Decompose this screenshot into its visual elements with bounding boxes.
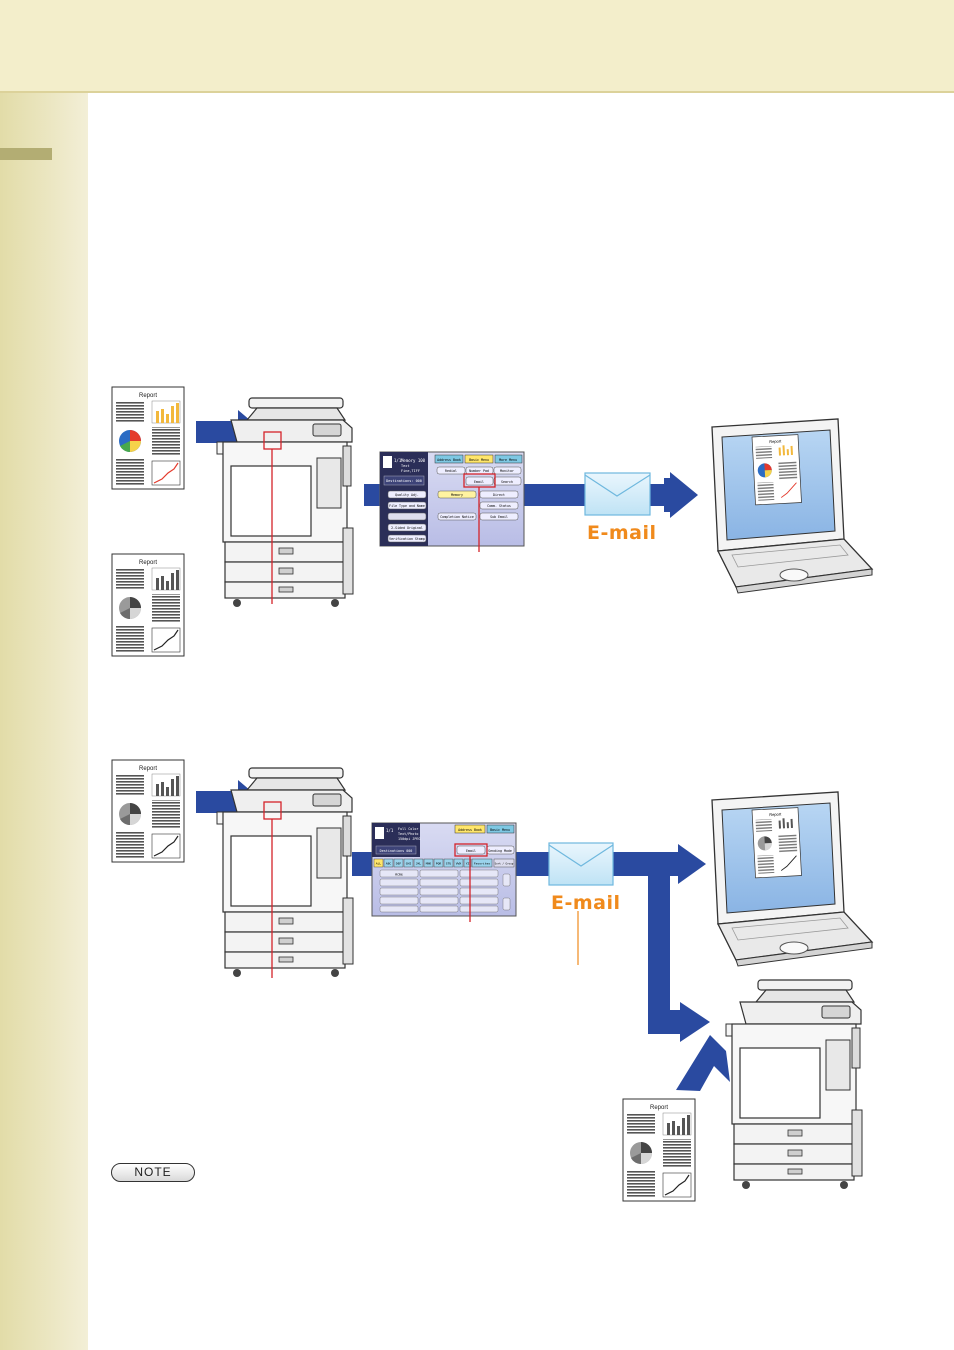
laptop1-report-title: Report — [769, 438, 782, 444]
panel1-search-button[interactable]: Search — [501, 480, 513, 484]
panel1-sub-email-button[interactable]: Sub Email — [490, 515, 508, 519]
panel1-email-button[interactable]: Email — [474, 480, 484, 484]
panel2-sort-tab[interactable]: Sort / Group — [495, 862, 514, 866]
panel2-first-entry[interactable]: Acme — [395, 873, 403, 877]
panel2-index-def[interactable]: DEF — [396, 862, 402, 866]
panel1-number-pad-button[interactable]: Number Pad — [469, 469, 489, 473]
panel1-monitor-button[interactable]: Monitor — [500, 469, 514, 473]
report-title-4: Report — [650, 1105, 668, 1111]
laptop-icon: Report — [711, 791, 873, 967]
panel1-tab-basic-menu[interactable]: Basic Menu — [469, 458, 489, 462]
panel1-memory-button[interactable]: Memory — [451, 493, 463, 497]
panel2-index-jkl[interactable]: JKL — [416, 862, 422, 866]
panel2-index-stu[interactable]: STU — [446, 862, 452, 866]
copier-icon — [725, 979, 863, 1190]
panel2-status3: 150dpi JPEG — [398, 837, 420, 841]
header-band — [0, 0, 954, 91]
panel1-quality-button[interactable]: Quality Adj. — [395, 493, 419, 497]
report-title-2: Report — [139, 560, 157, 566]
copier-icon — [216, 767, 354, 978]
email-label-1: E-mail — [587, 522, 657, 544]
panel1-status3: Fine,TIFF — [401, 469, 420, 473]
document-icon: Report — [622, 1098, 696, 1202]
panel2-email-button[interactable]: Email — [466, 849, 476, 853]
sidebar-band — [0, 93, 88, 1350]
panel1-2sided-button[interactable]: 2-Sided Original — [391, 526, 423, 530]
envelope-icon — [548, 842, 614, 886]
panel2-status2: Text/Photo — [398, 832, 418, 836]
email-button-highlight — [454, 843, 488, 857]
panel2-group-tab[interactable]: Favorites — [474, 862, 490, 866]
panel2-tab-address-book[interactable]: Address Book — [458, 828, 482, 832]
touch-panel-2: 1/1 Full Color Text/Photo 150dpi JPEG De… — [371, 822, 517, 917]
panel1-status2: Text — [401, 464, 409, 468]
panel2-header: 1/1 — [386, 828, 394, 833]
document-icon: Report — [111, 553, 185, 657]
report-title-1: Report — [139, 393, 157, 399]
laptop2-report-title: Report — [769, 811, 782, 817]
panel1-comm-status-button[interactable]: Comm. Status — [487, 504, 511, 508]
panel1-completion-button[interactable]: Completion Notice — [440, 515, 474, 519]
panel1-tab-more-menu[interactable]: More Menu — [499, 458, 517, 462]
panel2-index-ghi[interactable]: GHI — [406, 862, 412, 866]
panel1-header: 1/1 — [394, 458, 402, 463]
panel2-status1: Full Color — [398, 827, 418, 831]
arrow-right-icon — [664, 472, 698, 518]
panel2-index-vwx[interactable]: VWX — [456, 862, 462, 866]
arrow-right-icon — [676, 1035, 730, 1091]
arrow-right-icon — [678, 844, 706, 884]
panel2-index-mno[interactable]: MNO — [426, 862, 432, 866]
touch-panel-1: 1/1 Memory 100 Text Fine,TIFF Destinatio… — [379, 451, 525, 547]
panel2-sending-mode-button[interactable]: Sending Mode — [488, 849, 512, 853]
panel2-index-yz[interactable]: YZ — [466, 862, 470, 866]
note-badge: NOTE — [111, 1163, 195, 1182]
panel1-redial-button[interactable]: Redial — [445, 469, 457, 473]
document-icon: Report — [111, 759, 185, 863]
email-label-2: E-mail — [551, 892, 621, 914]
panel1-destinations: Destinations: 000 — [386, 479, 422, 483]
header-rule — [0, 91, 954, 93]
panel1-tab-address-book[interactable]: Address Book — [437, 458, 461, 462]
panel2-index-all[interactable]: ALL — [376, 862, 382, 866]
document-icon: Report — [111, 386, 185, 490]
sidebar-tab-marker — [0, 148, 52, 160]
panel2-destinations: Destinations 000 — [380, 849, 413, 853]
panel1-status1: Memory 100 — [401, 458, 426, 463]
panel2-index-abc[interactable]: ABC — [386, 862, 392, 866]
report-title-3: Report — [139, 766, 157, 772]
panel2-tab-basic-menu[interactable]: Basic Menu — [490, 828, 510, 832]
panel1-direct-button[interactable]: Direct — [493, 493, 505, 497]
arrow-right-icon — [680, 1002, 710, 1042]
panel1-verification-button[interactable]: Verification Stamp — [389, 537, 425, 541]
copier-icon — [216, 397, 354, 608]
panel1-file-type-button[interactable]: File Type and Name — [389, 504, 425, 508]
panel2-index-pqr[interactable]: PQR — [436, 862, 442, 866]
envelope-icon — [584, 472, 651, 516]
laptop-icon: Report — [711, 418, 873, 594]
